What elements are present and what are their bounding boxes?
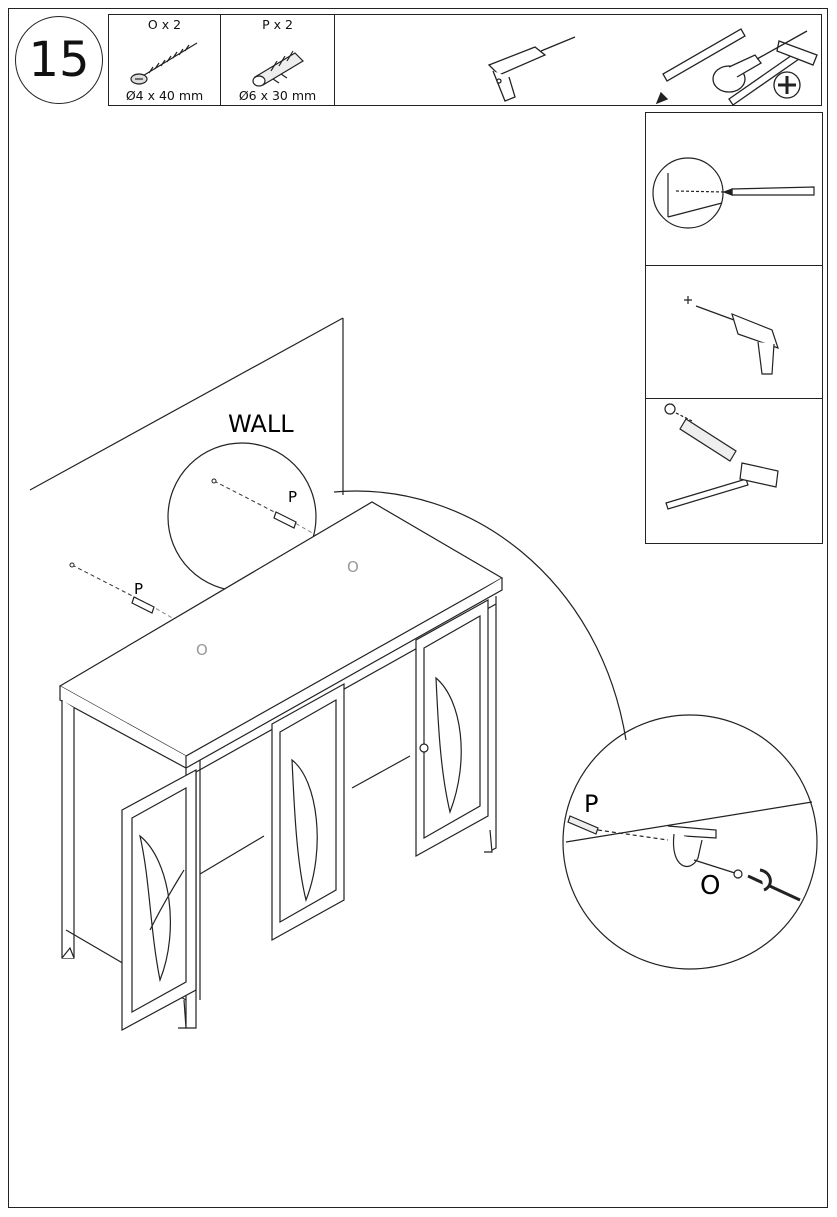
part-p-quantity: P x 2 [262,17,293,32]
screw-label: O [347,558,359,576]
side-step-drill [646,266,822,399]
part-o-cell: O x 2 Ø4 x 40 mm [109,15,221,105]
hammer-icon [728,40,818,106]
wall-anchor-icon [252,50,304,87]
part-o-size: Ø4 x 40 mm [125,88,204,103]
detail-anchor-label: P [584,790,598,818]
drill-hole-mark [69,562,75,568]
side-step-hammer [646,399,822,543]
pencil-icon [655,28,746,105]
hammer-anchor-icon [664,403,779,510]
step-number-text: 15 [28,32,90,88]
tools-group [487,28,818,106]
anchor-p-icon [131,596,155,614]
detail-zoom-circle [562,714,818,970]
anchor-label: P [134,580,143,598]
part-o-quantity: O x 2 [147,17,182,32]
detail-screw-label: O [700,871,720,901]
phillips-screwdriver-icon [712,30,808,99]
wall-outline [29,317,344,495]
detail-connector-arc [333,490,627,741]
part-p-size: Ø6 x 30 mm [238,88,317,103]
wall-label: WALL [228,410,294,438]
drill-hole-mark [211,478,217,484]
parts-header: O x 2 Ø4 x 40 mm P x 2 Ø6 x 30 mm [108,14,822,106]
detail-drawing [565,801,813,902]
anchor-label: P [288,488,297,506]
side-steps-panel [645,112,823,544]
drill-hole-icon [684,296,779,375]
step-number: 15 [15,16,103,104]
screw-icon [130,42,198,85]
mark-with-pencil-icon [652,157,815,229]
side-step-mark [646,113,822,266]
drill-icon [487,36,576,102]
part-p-cell: P x 2 Ø6 x 30 mm [221,15,335,105]
screw-label: O [196,641,208,659]
anchor-p-icon [273,511,297,529]
cabinet-drawing [58,501,504,1032]
page-frame [8,8,828,1208]
